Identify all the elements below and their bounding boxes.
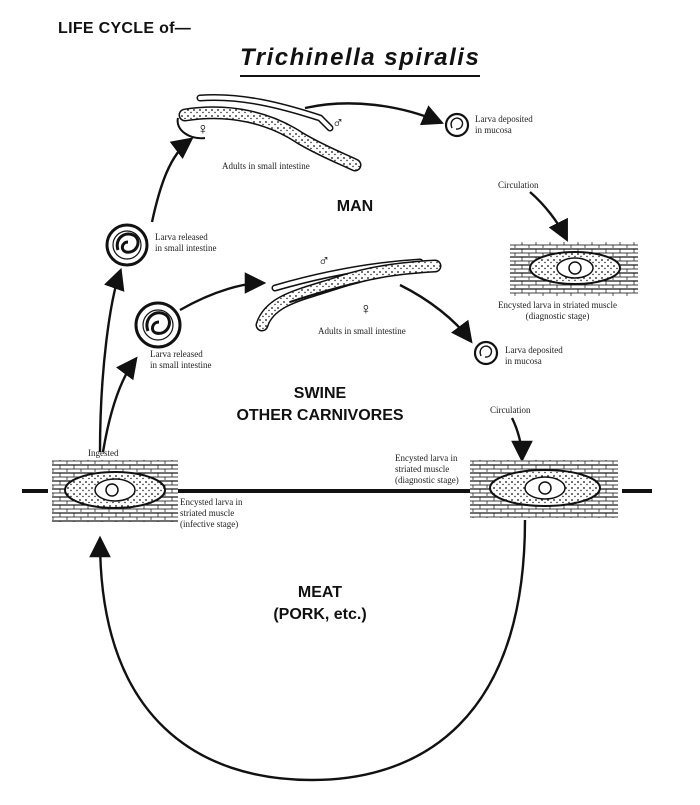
caption-adults-man: Adults in small intestine [222, 161, 310, 171]
caption-encysted-infective: Encysted larva in striated muscle (infec… [180, 497, 243, 529]
adult-worms-man-illustration [176, 94, 362, 172]
cycle-arrows [89, 102, 568, 782]
host-swine-line-1: SWINE [293, 385, 347, 402]
female-symbol-swine: ♀ [360, 301, 372, 318]
arrow-larva-man-to-adults [150, 137, 194, 223]
encysted-larva-swine-illustration [470, 460, 618, 518]
host-label-swine: SWINE OTHER CARNIVORES [220, 383, 420, 427]
arrow-ingested-to-larva-man [98, 267, 125, 453]
larva-deposited-man-illustration [444, 112, 470, 138]
caption-circulation-man: Circulation [498, 180, 539, 190]
adult-worms-swine-illustration [255, 258, 442, 332]
caption-larva-deposited-swine: Larva deposited in mucosa [505, 345, 563, 366]
larva-released-man-illustration [105, 223, 149, 267]
caption-encysted-diagnostic-swine: Encysted larva in striated muscle (diagn… [395, 453, 459, 485]
arrow-circulation-man-to-muscle [529, 191, 568, 242]
arrow-larva-swine-to-adults [179, 272, 267, 312]
host-label-man: MAN [325, 196, 385, 218]
male-symbol-swine: ♂ [318, 253, 330, 270]
caption-adults-swine: Adults in small intestine [318, 326, 406, 336]
host-meat-line-1: MEAT [297, 584, 343, 601]
arrow-ingested-to-larva-swine [101, 356, 138, 453]
host-meat-line-2: (PORK, etc.) [273, 606, 367, 623]
host-swine-line-2: OTHER CARNIVORES [236, 407, 404, 424]
encysted-larva-infective-illustration [52, 460, 178, 522]
caption-larva-deposited-man: Larva deposited in mucosa [475, 114, 533, 135]
header-label: LIFE CYCLE of— [58, 20, 192, 37]
caption-circulation-swine: Circulation [490, 405, 531, 415]
host-man-text: MAN [336, 198, 374, 215]
caption-larva-released-man: Larva released in small intestine [155, 232, 217, 253]
diagram-title: Trichinella spiralis [240, 44, 481, 77]
male-symbol-man: ♂ [332, 115, 344, 132]
caption-ingested: Ingested [88, 448, 119, 458]
arrow-meat-loop [89, 519, 527, 782]
arrow-circulation-swine-to-muscle [510, 417, 533, 463]
encysted-larva-man-illustration [510, 242, 638, 296]
host-label-meat: MEAT (PORK, etc.) [250, 582, 390, 626]
caption-larva-released-swine: Larva released in small intestine [150, 349, 212, 370]
larva-deposited-swine-illustration [473, 340, 499, 366]
female-symbol-man: ♀ [197, 121, 209, 138]
arrow-adults-man-to-mucosa [304, 102, 444, 126]
larva-released-swine-illustration [134, 301, 182, 349]
arrow-adults-swine-to-mucosa [399, 283, 473, 344]
caption-encysted-man: Encysted larva in striated muscle (diagn… [498, 300, 617, 321]
